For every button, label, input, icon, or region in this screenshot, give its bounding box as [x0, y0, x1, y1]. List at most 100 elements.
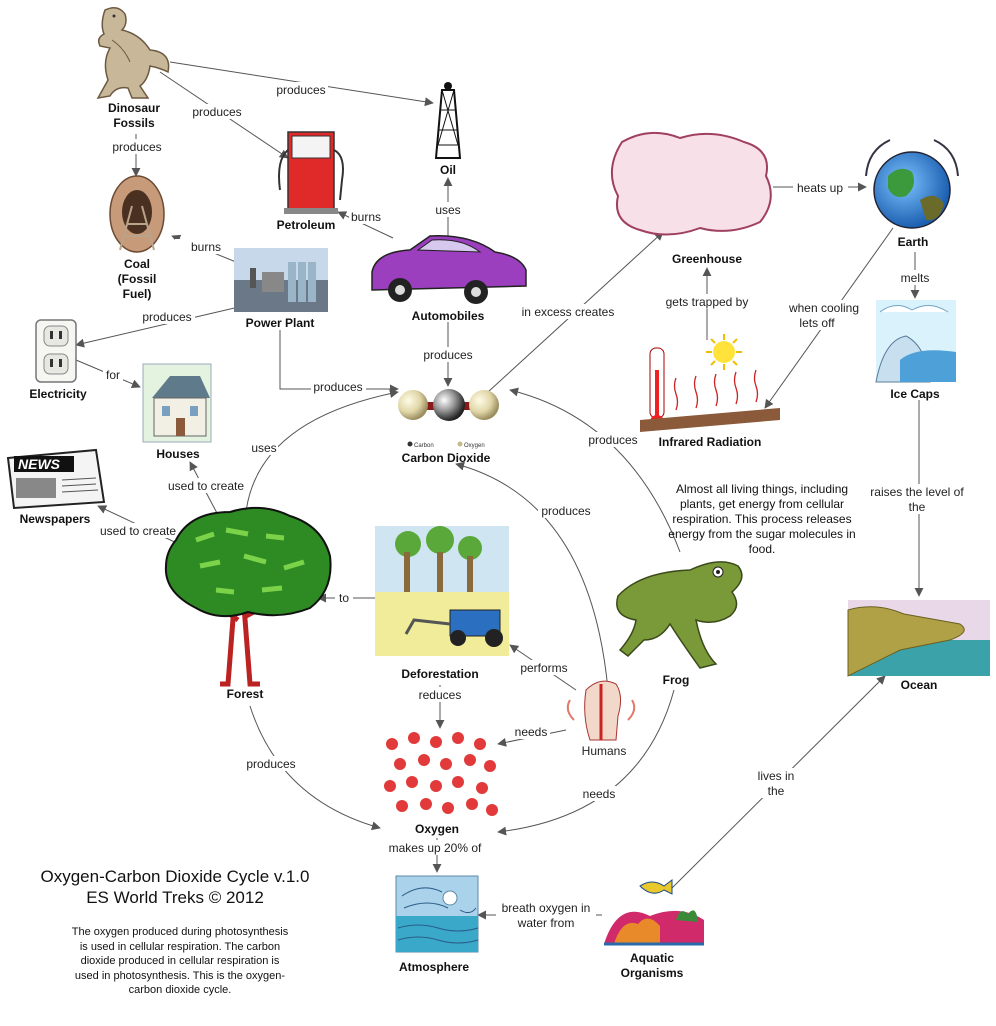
- link-label-frog-co2: produces: [588, 433, 637, 447]
- node-electricity: Electricity: [29, 387, 87, 401]
- oxygen-legend: Oxygen: [464, 443, 485, 449]
- car-icon: [371, 235, 527, 304]
- link-label-auto-co2: produces: [423, 348, 472, 362]
- oxygen-dot: [430, 736, 442, 748]
- link-label-icecaps-ocean-1: raises the level of: [870, 485, 964, 499]
- link-label-fossils-coal: produces: [112, 140, 161, 154]
- link-label-forest-co2: uses: [251, 441, 276, 455]
- house-icon: [142, 363, 212, 443]
- node-automobiles: Automobiles: [412, 309, 485, 323]
- deforestation-icon: [375, 526, 509, 656]
- frog-icon: [616, 561, 743, 669]
- node-humans: Humans: [582, 744, 627, 758]
- link-label-aquatic-ocean-2: the: [768, 784, 785, 798]
- link-label-power-co2: produces: [313, 380, 362, 394]
- coal-mine-icon: [109, 175, 165, 253]
- ocean-icon: [847, 600, 990, 677]
- oxygen-dot: [464, 754, 476, 766]
- node-petroleum: Petroleum: [277, 218, 336, 232]
- node-dinosaur-fossils-1: Dinosaur: [108, 101, 160, 115]
- dinosaur-icon: [96, 7, 170, 99]
- node-atmosphere: Atmosphere: [399, 960, 469, 974]
- carbon-legend: Carbon: [414, 443, 434, 449]
- oxygen-dot: [466, 798, 478, 810]
- title-line-2: ES World Treks © 2012: [86, 888, 264, 907]
- node-oil: Oil: [440, 163, 456, 177]
- oxygen-dot: [486, 804, 498, 816]
- oxygen-dot: [384, 780, 396, 792]
- link-label-ir-greenhouse: gets trapped by: [666, 295, 749, 309]
- link-label-deforestation-oxygen: reduces: [419, 688, 462, 702]
- oxygen-dot: [408, 732, 420, 744]
- cycle-description: The oxygen produced during photosynthesi…: [71, 926, 289, 996]
- link-label-humans-deforestation: performs: [520, 661, 567, 675]
- newspaper-icon: NEWS: [6, 448, 106, 510]
- node-aquatic-organisms-2: Organisms: [621, 966, 684, 980]
- link-label-frog-oxygen: needs: [583, 787, 616, 801]
- oxygen-dot: [394, 758, 406, 770]
- oxygen-dot: [452, 732, 464, 744]
- infrared-radiation-icon: [640, 334, 780, 432]
- link-label-co2-greenhouse: in excess creates: [522, 305, 615, 319]
- node-earth: Earth: [898, 235, 929, 249]
- link-label-auto-oil: uses: [435, 203, 460, 217]
- oxygen-dot: [476, 782, 488, 794]
- oxygen-dot: [406, 776, 418, 788]
- diagram-title: Oxygen-Carbon Dioxide Cycle v.1.0 ES Wor…: [10, 866, 340, 908]
- link-label-earth-ir-1: when cooling: [788, 301, 859, 315]
- node-frog: Frog: [663, 673, 690, 687]
- node-ice-caps: Ice Caps: [890, 387, 940, 401]
- link-label-humans-oxygen: needs: [515, 725, 548, 739]
- link-label-greenhouse-earth: heats up: [797, 181, 843, 195]
- oxygen-dot: [452, 776, 464, 788]
- greenhouse-cloud-icon: [611, 131, 772, 236]
- newspaper-masthead: NEWS: [18, 456, 61, 472]
- oxygen-dot: [396, 800, 408, 812]
- node-coal-3: Fuel): [123, 287, 152, 301]
- oxygen-dot: [418, 754, 430, 766]
- link-label-humans-co2: produces: [541, 504, 590, 518]
- node-greenhouse: Greenhouse: [672, 252, 742, 266]
- oxygen-dot: [440, 758, 452, 770]
- link-label-auto-petroleum: burns: [351, 210, 381, 224]
- node-coal-1: Coal: [124, 257, 150, 271]
- gas-pump-icon: [278, 131, 344, 214]
- link-label-fossils-petroleum: produces: [192, 105, 241, 119]
- link-label-earth-icecaps: melts: [901, 271, 930, 285]
- link-label-forest-houses: used to create: [168, 479, 244, 493]
- oxygen-dot: [420, 798, 432, 810]
- link-label-deforestation-forest: to: [339, 591, 349, 605]
- node-power-plant: Power Plant: [246, 316, 315, 330]
- node-dinosaur-fossils-2: Fossils: [113, 116, 155, 130]
- link-label-forest-oxygen: produces: [246, 757, 295, 771]
- link-label-earth-ir-2: lets off: [799, 316, 835, 330]
- node-forest: Forest: [227, 687, 264, 701]
- link-label-aquatic-atmosphere-2: water from: [517, 916, 575, 930]
- atmosphere-icon: [395, 875, 479, 953]
- oil-derrick-icon: [434, 82, 462, 159]
- oxygen-dot: [474, 738, 486, 750]
- oxygen-dot: [386, 738, 398, 750]
- link-label-aquatic-atmosphere-1: breath oxygen in: [502, 901, 591, 915]
- co2-molecule-icon: Carbon Oxygen: [398, 389, 499, 449]
- node-houses: Houses: [156, 447, 200, 461]
- outlet-icon: [35, 319, 77, 383]
- link-label-power-electricity: produces: [142, 310, 191, 324]
- oxygen-dots-icon: [384, 732, 498, 816]
- ice-caps-icon: [875, 300, 956, 383]
- oxygen-dot: [442, 802, 454, 814]
- node-aquatic-organisms-1: Aquatic: [630, 951, 674, 965]
- link-label-fossils-oil: produces: [276, 83, 325, 97]
- link-label-power-coal: burns: [191, 240, 221, 254]
- link-label-electricity-houses: for: [106, 368, 120, 382]
- frog-note: Almost all living things, including plan…: [668, 482, 856, 556]
- oxygen-dot: [430, 780, 442, 792]
- link-label-forest-newspapers: used to create: [100, 524, 176, 538]
- node-carbon-dioxide: Carbon Dioxide: [402, 451, 491, 465]
- link-labels: produces produces produces burns uses bu…: [98, 82, 968, 930]
- oxygen-dot: [484, 760, 496, 772]
- node-deforestation: Deforestation: [401, 667, 478, 681]
- link-label-oxygen-atmosphere: makes up 20% of: [389, 841, 482, 855]
- link-label-icecaps-ocean-2: the: [909, 500, 926, 514]
